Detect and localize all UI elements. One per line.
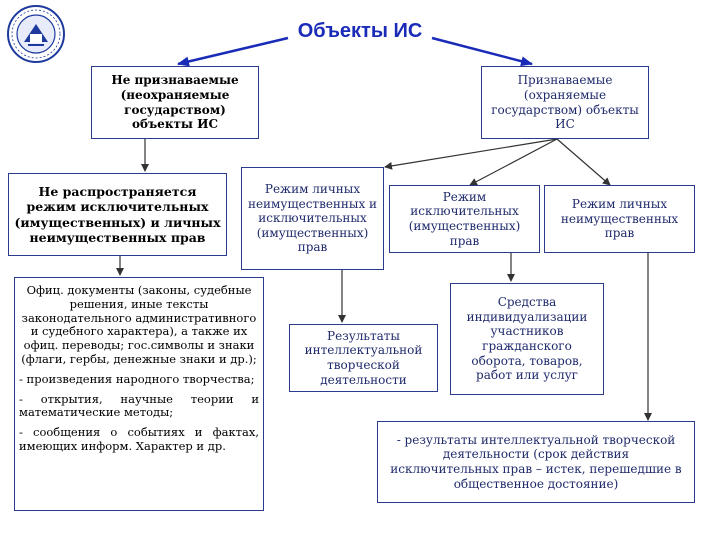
node-expired: - результаты интеллектуальной творческой… bbox=[377, 421, 695, 503]
arrow-recognized-personalexclusive bbox=[384, 138, 558, 170]
node-personal-and-exclusive: Режим личных неимущественных и исключите… bbox=[241, 167, 384, 270]
node-exclusive: Режим исключительных (имущественных) пра… bbox=[389, 185, 540, 253]
excluded-objects-list: Офиц. документы (законы, судебные решени… bbox=[14, 277, 264, 511]
node-no-regime: Не распространяется режим исключительных… bbox=[8, 173, 227, 256]
node-recognized: Признаваемые (охраняемые государством) о… bbox=[481, 66, 649, 139]
node-results: Результаты интеллектуальной творческой д… bbox=[289, 324, 438, 392]
diagram-title: Объекты ИС bbox=[297, 20, 423, 42]
node-personal: Режим личных неимущественных прав bbox=[544, 185, 695, 253]
university-seal-logo bbox=[7, 5, 65, 63]
title-arrow-left bbox=[177, 36, 289, 67]
arrow-recognized-exclusive bbox=[469, 138, 558, 186]
list-item: - сообщения о событиях и фактах, имеющих… bbox=[19, 425, 259, 453]
node-unrecognized: Не признаваемые (неохраняемые государств… bbox=[91, 66, 259, 139]
list-item: Офиц. документы (законы, судебные решени… bbox=[21, 283, 257, 366]
node-means: Средства индивидуализации участников гра… bbox=[450, 283, 604, 395]
arrow-recognized-personal bbox=[556, 138, 611, 186]
list-item: - открытия, научные теории и математичес… bbox=[19, 391, 259, 420]
title-arrow-right bbox=[431, 36, 533, 67]
list-item: - произведения народного творчества; bbox=[19, 371, 255, 386]
